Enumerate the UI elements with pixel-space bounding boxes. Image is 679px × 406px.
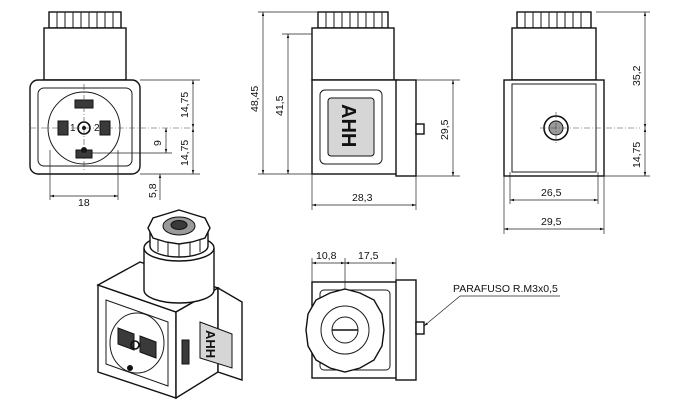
side-screw-tip — [415, 123, 425, 135]
dim-right-inner-width: 26,5 — [541, 187, 562, 199]
front-neck — [43, 27, 127, 81]
iso-pin-1 — [117, 327, 135, 351]
dim-top-a: 10,8 — [316, 250, 337, 262]
right-neck — [511, 27, 597, 81]
iso-brand-logo: AHH — [203, 330, 218, 358]
front-cap-knurl — [56, 12, 114, 28]
dim-right-height: 35,2 — [631, 65, 643, 86]
dim-side-total: 48,45 — [249, 86, 261, 112]
iso-neck — [143, 248, 215, 304]
top-view: 10,8 17,5 PARAFUSO R.M3x0,5 — [305, 250, 560, 381]
dim-side-plate: 29,5 — [439, 119, 451, 140]
front-view: 1 2 18 14,75 14,75 9 5,8 — [29, 11, 200, 209]
dim-front-upper: 14,75 — [179, 92, 191, 118]
dim-right-lower: 14,75 — [631, 142, 643, 168]
dim-front-pin: 5,8 — [147, 183, 159, 198]
front-cap — [48, 11, 122, 29]
iso-side-slot — [181, 339, 190, 365]
side-cap — [317, 11, 389, 29]
iso-pin-2 — [139, 335, 157, 359]
right-cap — [516, 11, 592, 29]
dim-side-depth: 28,3 — [352, 192, 373, 204]
top-screw-tip — [415, 321, 425, 335]
dim-front-center: 9 — [152, 140, 164, 146]
isometric-view: AHH — [96, 209, 243, 400]
side-recess — [319, 89, 383, 165]
top-cap-ring — [320, 305, 370, 355]
side-label-frame — [327, 97, 375, 157]
iso-connector-ring — [109, 312, 165, 374]
right-view: 35,2 14,75 26,5 29,5 — [503, 11, 650, 234]
pin-label-2: 2 — [94, 123, 100, 134]
top-plate — [395, 279, 417, 381]
screw-callout: PARAFUSO R.M3x0,5 — [453, 283, 558, 295]
dim-right-outer-width: 29,5 — [541, 216, 562, 228]
side-brand-logo: AHH — [337, 104, 359, 147]
dim-side-body: 41,5 — [274, 95, 286, 116]
side-plate — [395, 79, 417, 177]
side-view: AHH 48,45 41,5 29,5 28,3 — [249, 11, 460, 210]
dim-front-width: 18 — [78, 197, 90, 209]
iso-side-label — [199, 321, 233, 369]
front-body-inner — [37, 87, 133, 167]
side-neck — [311, 27, 395, 81]
dim-top-b: 17,5 — [358, 250, 379, 262]
pin-label-1: 1 — [70, 123, 76, 134]
dim-front-lower: 14,75 — [179, 140, 191, 166]
